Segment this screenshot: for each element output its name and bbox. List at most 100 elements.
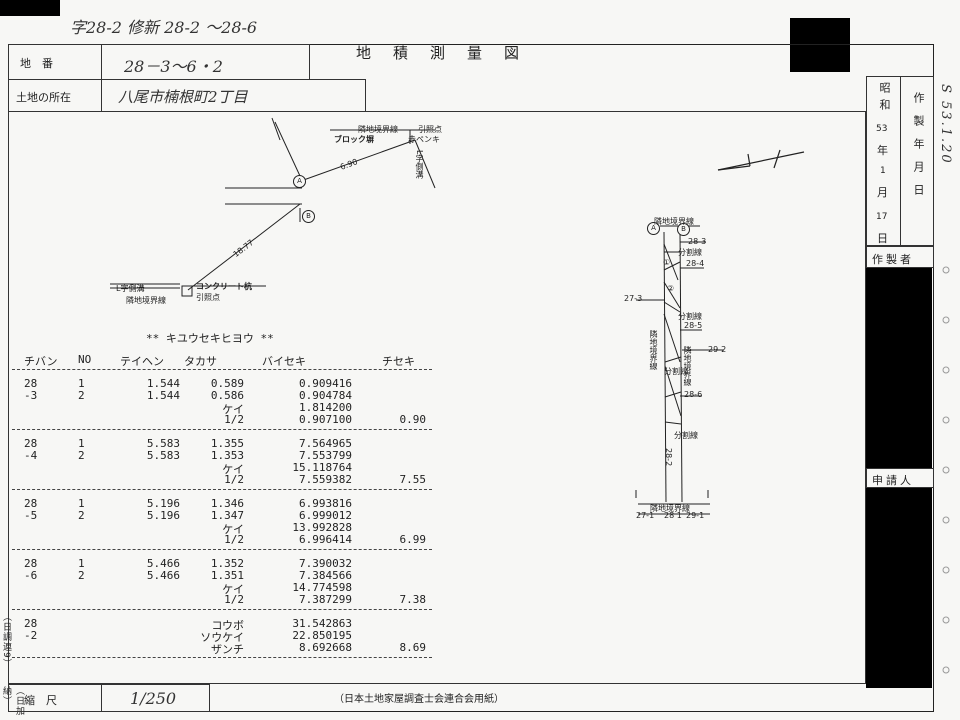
table-cell: 1.352	[210, 557, 244, 570]
table-cell: 0.907100	[299, 413, 352, 426]
table-cell: ケイ	[222, 523, 244, 536]
table-cell: 5.196	[146, 509, 180, 522]
plan-parcel-28-3: 28-3	[688, 237, 707, 246]
table-cell: 1.353	[210, 449, 244, 462]
table-cell: 1/2	[224, 593, 244, 606]
plan-parcel-28-4: 28-4	[686, 259, 705, 268]
sketch-red-stake: 赤ペンキ	[408, 135, 440, 144]
table-cell: 7.38	[399, 593, 427, 606]
table-cell: 2	[78, 389, 85, 402]
plan-split-line-3: 分割線	[664, 367, 688, 376]
table-cell: 22.850195	[292, 629, 352, 642]
table-cell: -2	[24, 629, 38, 642]
table-column-header: NO	[78, 353, 92, 366]
table-cell: 1/2	[224, 533, 244, 546]
table-heading: ** キユウセキヒヨウ **	[146, 332, 274, 345]
table-cell: -5	[24, 509, 38, 522]
table-cell: 1	[78, 497, 85, 510]
sketch-reference-point-bottom: 引照点	[196, 293, 220, 302]
table-cell: 6.996414	[299, 533, 352, 546]
table-cell: 28	[24, 377, 38, 390]
table-cell: 1.347	[210, 509, 244, 522]
table-cell: 5.466	[146, 569, 180, 582]
table-group-divider	[12, 609, 432, 610]
table-cell: 2	[78, 449, 85, 462]
table-cell: -4	[24, 449, 38, 462]
table-cell: 5.583	[146, 437, 180, 450]
table-cell: 14.774598	[292, 581, 352, 594]
table-cell: ケイ	[222, 583, 244, 596]
table-cell: 2	[78, 569, 85, 582]
table-cell: ソウケイ	[200, 631, 244, 644]
document-title: 地積測量図	[356, 44, 542, 62]
table-header-divider	[12, 369, 432, 370]
plan-split-line-2: 分割線	[678, 312, 702, 321]
table-column-header: バイセキ	[262, 355, 306, 368]
table-cell: 6.999012	[299, 509, 352, 522]
side-handwriting: S 53.1.20	[938, 84, 953, 165]
year-value: 53	[876, 124, 888, 134]
table-cell: 13.992828	[292, 521, 352, 534]
applicant-label: 申請人	[872, 474, 914, 487]
scale-label-cell	[8, 684, 102, 712]
plan-circle-1: ①	[663, 258, 671, 267]
table-cell: 0.90	[399, 413, 427, 426]
plan-parcel-28-5: 28-5	[684, 321, 703, 330]
table-cell: 7.559382	[299, 473, 352, 486]
made-date-label: 作製年月日	[912, 92, 925, 207]
table-column-header: タカサ	[184, 355, 217, 368]
plan-split-line-1: 分割線	[678, 248, 702, 257]
sketch-adjacent-boundary-bottom: 隣地境界線	[126, 296, 166, 305]
table-cell: 5.196	[146, 497, 180, 510]
table-cell: 6.993816	[299, 497, 352, 510]
table-column-header: チセキ	[382, 355, 415, 368]
table-cell: 15.118764	[292, 461, 352, 474]
scale-label: 縮 尺	[24, 694, 57, 707]
binder-holes	[942, 266, 950, 674]
applicant-label-cell	[866, 468, 934, 488]
table-cell: ケイ	[222, 463, 244, 476]
table-cell: ケイ	[222, 403, 244, 416]
sketch-reference-point-top: 引照点	[418, 125, 442, 134]
table-cell: -6	[24, 569, 38, 582]
plan-parcel-27-3: 27-3	[624, 294, 643, 303]
table-cell: 5.583	[146, 449, 180, 462]
table-cell: 31.542863	[292, 617, 352, 630]
sketch-concrete-stake: コンクリート杭	[196, 282, 252, 291]
table-group-divider	[12, 429, 432, 430]
table-cell: 7.553799	[299, 449, 352, 462]
location-sketch	[110, 117, 436, 297]
table-cell: 1.351	[210, 569, 244, 582]
sketch-adjacent-boundary-top: 隣地境界線	[358, 125, 398, 134]
plan-parcel-29-1: 29-1	[686, 511, 705, 520]
drawing-area	[8, 111, 866, 684]
table-group-divider	[12, 489, 432, 490]
sketch-point-b: B	[302, 210, 315, 223]
sketch-block-fence: ブロック塀	[334, 135, 374, 144]
table-cell: 5.466	[146, 557, 180, 570]
plan-parcel-28-6: 28-6	[684, 390, 703, 399]
day-value: 17	[876, 212, 888, 222]
left-margin-upper: （日調連9）	[1, 612, 11, 669]
redaction-top-left	[0, 0, 60, 16]
table-cell: 0.589	[210, 377, 244, 390]
table-cell: 28	[24, 437, 38, 450]
year-label: 年	[877, 144, 888, 157]
table-cell: コウボ	[211, 619, 244, 632]
table-group-divider	[12, 657, 432, 658]
north-arrow-icon	[717, 149, 805, 171]
table-cell: ザンチ	[211, 643, 244, 656]
redaction-author	[866, 268, 932, 468]
plan-center-28-2: 28-2	[664, 448, 673, 467]
table-cell: 0.904784	[299, 389, 352, 402]
table-cell: 28	[24, 497, 38, 510]
table-cell: 1	[78, 437, 85, 450]
table-cell: 0.586	[210, 389, 244, 402]
table-cell: 8.692668	[299, 641, 352, 654]
table-cell: 1.814200	[299, 401, 352, 414]
month-value: 1	[880, 166, 886, 176]
table-cell: 1.355	[210, 437, 244, 450]
table-column-header: テイヘン	[120, 355, 164, 368]
left-margin-lower: （日加納）	[1, 686, 24, 716]
